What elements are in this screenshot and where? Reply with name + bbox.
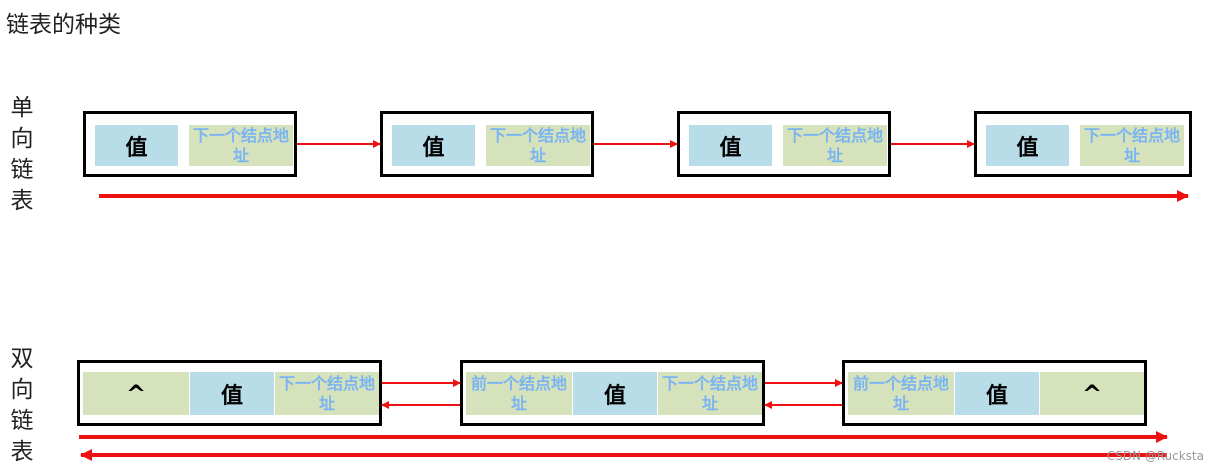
label-char: 链 [10, 157, 34, 183]
single-node: 值 下一个结点地址 [974, 111, 1192, 177]
single-node: 值 下一个结点地址 [380, 111, 594, 177]
single-list-label: 单 向 链 表 [10, 93, 34, 217]
value-cell: 值 [986, 125, 1069, 166]
value-cell: 值 [955, 372, 1039, 415]
value-cell: 值 [573, 372, 657, 415]
double-node: 前一个结点地址 值 ^ [842, 360, 1147, 426]
watermark: CSDN @Rucksta [1106, 449, 1204, 463]
label-char: 单 [10, 95, 34, 121]
single-node: 值 下一个结点地址 [83, 111, 297, 177]
next-address-cell: 下一个结点地址 [189, 125, 293, 166]
value-cell: 值 [392, 125, 475, 166]
value-cell: 值 [95, 125, 178, 166]
value-cell: 值 [689, 125, 772, 166]
next-address-cell: 下一个结点地址 [1080, 125, 1184, 166]
next-address-cell: 下一个结点地址 [486, 125, 590, 166]
prev-address-cell: 前一个结点地址 [466, 372, 572, 415]
label-char: 表 [10, 188, 34, 214]
label-char: 双 [10, 346, 34, 372]
double-node: 前一个结点地址 值 下一个结点地址 [460, 360, 765, 426]
next-address-cell: 下一个结点地址 [783, 125, 887, 166]
next-address-cell: 下一个结点地址 [658, 372, 762, 415]
prev-null-cell: ^ [83, 372, 189, 415]
prev-address-cell: 前一个结点地址 [848, 372, 954, 415]
single-node: 值 下一个结点地址 [677, 111, 891, 177]
page-title: 链表的种类 [6, 12, 121, 38]
double-node: ^ 值 下一个结点地址 [77, 360, 382, 426]
label-char: 链 [10, 408, 34, 434]
double-list-label: 双 向 链 表 [10, 344, 34, 468]
value-cell: 值 [190, 372, 274, 415]
label-char: 表 [10, 439, 34, 465]
label-char: 向 [10, 126, 34, 152]
label-char: 向 [10, 377, 34, 403]
next-null-cell: ^ [1040, 372, 1144, 415]
next-address-cell: 下一个结点地址 [275, 372, 379, 415]
